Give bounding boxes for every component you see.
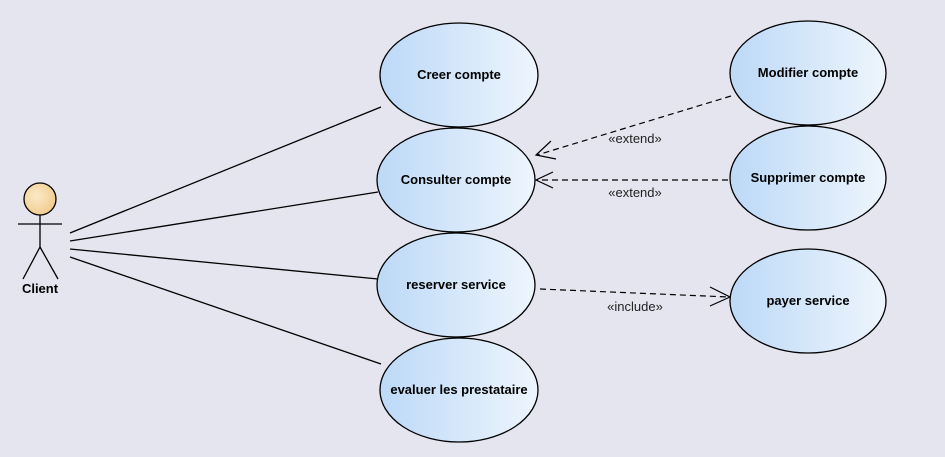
extend-supprimer-arrowhead: [534, 171, 554, 189]
usecase-label: payer service: [766, 293, 849, 308]
actor-left-leg: [22, 246, 41, 280]
extend-supprimer-label: «extend»: [608, 185, 662, 200]
usecase-label: Supprimer compte: [751, 170, 866, 185]
usecase-payer-service[interactable]: payer service: [729, 248, 887, 354]
usecase-evaluer-prestataire[interactable]: evaluer les prestataire: [379, 337, 539, 443]
usecase-label: evaluer les prestataire: [390, 382, 527, 397]
usecase-label: Modifier compte: [758, 65, 858, 80]
actor-name: Client: [22, 281, 59, 296]
usecase-modifier-compte[interactable]: Modifier compte: [729, 20, 887, 126]
association-consulter-compte[interactable]: [69, 191, 379, 242]
actor-right-leg: [39, 246, 59, 280]
usecase-label: Creer compte: [417, 67, 501, 82]
association-lines: [69, 106, 382, 365]
actor-client[interactable]: [18, 182, 62, 280]
dependency-lines: [534, 95, 732, 307]
usecase-reserver-service[interactable]: reserver service: [376, 232, 536, 338]
association-creer-compte[interactable]: [69, 106, 382, 234]
association-evaluer-prestataire[interactable]: [69, 256, 382, 365]
actor-head-icon: [23, 182, 57, 216]
usecase-supprimer-compte[interactable]: Supprimer compte: [729, 125, 887, 231]
include-payer-line[interactable]: [539, 288, 730, 298]
usecase-consulter-compte[interactable]: Consulter compte: [376, 127, 536, 233]
include-payer-label: «include»: [607, 299, 663, 314]
extend-modifier-arrowhead: [534, 140, 557, 160]
extend-modifier-line[interactable]: [536, 95, 732, 156]
association-reserver-service[interactable]: [69, 248, 379, 280]
usecase-label: reserver service: [406, 277, 506, 292]
usecase-creer-compte[interactable]: Creer compte: [379, 22, 539, 128]
usecase-label: Consulter compte: [401, 172, 512, 187]
extend-modifier-label: «extend»: [608, 131, 662, 146]
